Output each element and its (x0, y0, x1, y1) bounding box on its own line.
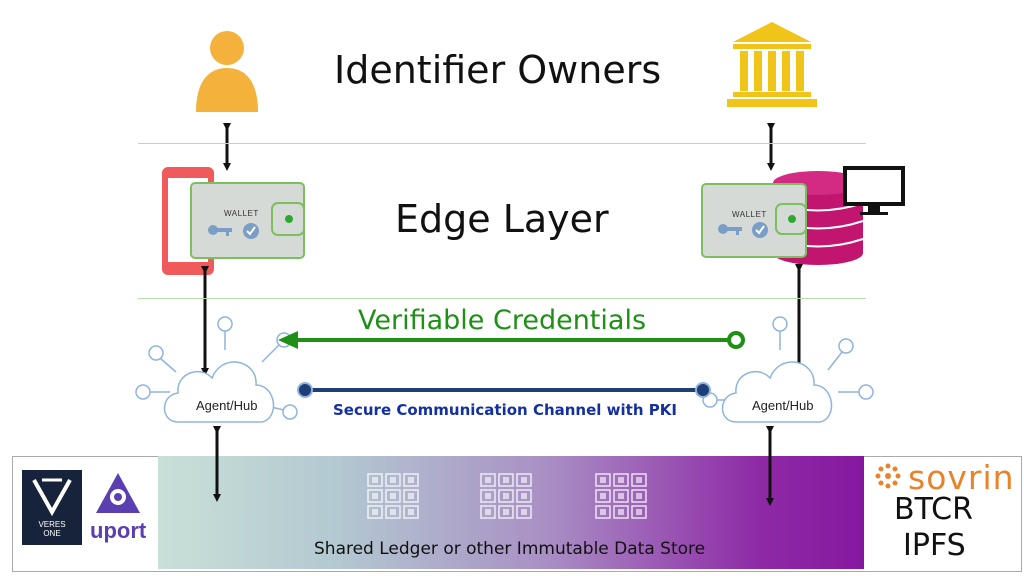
sovrin-text: sovrin (908, 458, 1015, 497)
secure-channel-end-left (297, 382, 313, 398)
uport-logo (96, 473, 140, 513)
wallet-label-right: WALLET (732, 210, 767, 219)
key-icon-right (718, 224, 742, 235)
cloud-icon-right (702, 316, 874, 423)
divider-top (138, 143, 866, 144)
identifier-owners-title: Identifier Owners (334, 48, 662, 92)
ledger-block-icon (481, 474, 531, 518)
sovrin-logo (875, 463, 901, 489)
edge-layer-title: Edge Layer (395, 197, 609, 241)
verifiable-credentials-label: Verifiable Credentials (358, 305, 647, 336)
ipfs-text: IPFS (903, 528, 966, 563)
veres-one-logo (22, 470, 82, 545)
btcr-text: BTCR (894, 492, 973, 527)
badge-check-icon-right (752, 222, 768, 238)
monitor-icon (843, 166, 905, 215)
secure-channel-end-right (695, 382, 711, 398)
ledger-block-icon (368, 474, 418, 518)
secure-channel-label: Secure Communication Channel with PKI (333, 401, 677, 419)
ledger-gradient (158, 456, 864, 569)
divider-bottom (138, 298, 866, 299)
person-icon (196, 31, 258, 112)
ledger-label: Shared Ledger or other Immutable Data St… (314, 539, 706, 559)
wallet-icon-right (701, 183, 807, 258)
agent-hub-right-label: Agent/Hub (752, 398, 814, 413)
wallet-icon (190, 182, 305, 259)
veres-one-text: VERES ONE (38, 520, 66, 538)
bank-icon (727, 22, 817, 107)
wallet-label-left: WALLET (224, 209, 259, 218)
badge-check-icon (243, 223, 259, 239)
ledger-block-icon (596, 474, 646, 518)
uport-text: uport (90, 518, 147, 543)
credentials-origin (727, 331, 745, 349)
cloud-icon (135, 316, 298, 423)
credentials-arrowhead (278, 331, 298, 349)
agent-hub-left-label: Agent/Hub (196, 398, 258, 413)
key-icon (208, 225, 232, 236)
